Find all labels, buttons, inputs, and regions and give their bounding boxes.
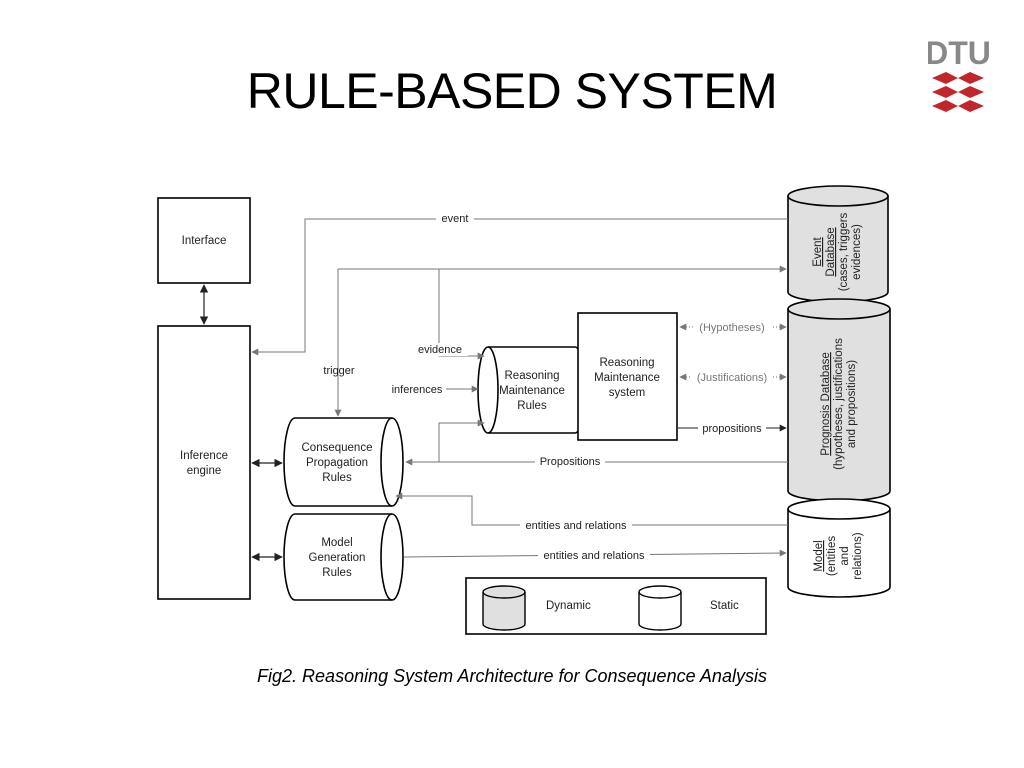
rm-system-label-2: Maintenance — [594, 372, 660, 384]
model-database: Model (entities and relations) — [787, 498, 891, 598]
interface-box: Interface — [157, 197, 251, 284]
propositions-feedback-flow — [438, 419, 485, 462]
dtu-logo: DTU — [928, 35, 991, 112]
reasoning-maintenance-rules: Reasoning Maintenance Rules — [477, 346, 586, 434]
event-db-sub: (cases, triggers — [838, 212, 850, 291]
rm-rules-label-1: Reasoning — [505, 370, 560, 382]
slide-title: RULE-BASED SYSTEM — [246, 63, 778, 119]
event-label: event — [442, 213, 469, 225]
consequence-propagation-rules: Consequence Propagation Rules — [283, 417, 404, 507]
prognosis-db-sub: (hypotheses, justifications — [833, 338, 845, 470]
legend: Dynamic Static — [465, 577, 767, 635]
rm-system-label-1: Reasoning — [600, 357, 655, 369]
rm-rules-label-2: Maintenance — [499, 385, 565, 397]
model-rules-label-2: Generation — [309, 552, 366, 564]
event-flow — [251, 218, 788, 356]
propositions-upper-label: Propositions — [540, 456, 601, 468]
trigger-label: trigger — [323, 365, 355, 377]
legend-dynamic-label: Dynamic — [546, 600, 591, 612]
legend-dynamic-swatch — [482, 585, 526, 631]
evidence-flow — [438, 269, 485, 360]
model-db-title: Model — [813, 540, 825, 571]
inference-engine-label-1: Inference — [180, 450, 228, 462]
rm-rules-label-3: Rules — [517, 400, 547, 412]
figure-caption: Fig2. Reasoning System Architecture for … — [257, 666, 767, 686]
inference-engine-box: Inference engine — [157, 325, 251, 600]
consequence-rules-label-2: Propagation — [306, 457, 368, 469]
legend-static-swatch — [638, 585, 682, 631]
prognosis-db-title: Prognosis Database — [820, 352, 832, 456]
entities-relations-label-1: entities and relations — [526, 520, 627, 532]
consequence-rules-label-3: Rules — [322, 472, 352, 484]
inferences-label: inferences — [392, 384, 443, 396]
justifications-label: (Justifications) — [697, 372, 767, 384]
hypotheses-label: (Hypotheses) — [699, 322, 764, 334]
inference-engine-label-2: engine — [187, 465, 222, 477]
dtu-logo-text: DTU — [928, 35, 991, 71]
dtu-wave-mark — [932, 72, 984, 112]
model-rules-label-1: Model — [321, 537, 352, 549]
rm-system-label-3: system — [609, 387, 645, 399]
legend-static-label: Static — [710, 600, 739, 612]
consequence-rules-label-1: Consequence — [302, 442, 373, 454]
propositions-lower-label: propositions — [702, 423, 762, 435]
prognosis-database: Prognosis Database (hypotheses, justific… — [787, 298, 891, 502]
model-db-sub-2: and — [839, 546, 851, 565]
entities-relations-label-2: entities and relations — [544, 550, 645, 562]
event-db-title-2: Database — [825, 227, 837, 276]
model-generation-rules: Model Generation Rules — [283, 513, 404, 601]
model-db-sub: (entities — [826, 536, 838, 577]
event-db-title: Event — [812, 236, 824, 266]
evidence-label: evidence — [418, 344, 462, 356]
interface-label: Interface — [182, 235, 227, 247]
event-db-sub-2: evidences) — [851, 224, 863, 280]
reasoning-maintenance-system-box: Reasoning Maintenance system — [577, 312, 678, 441]
model-rules-label-3: Rules — [322, 567, 352, 579]
prognosis-db-sub-2: and propositions) — [846, 360, 858, 448]
event-database: Event Database (cases, triggers evidence… — [787, 185, 889, 303]
model-db-sub-3: relations) — [852, 532, 864, 579]
